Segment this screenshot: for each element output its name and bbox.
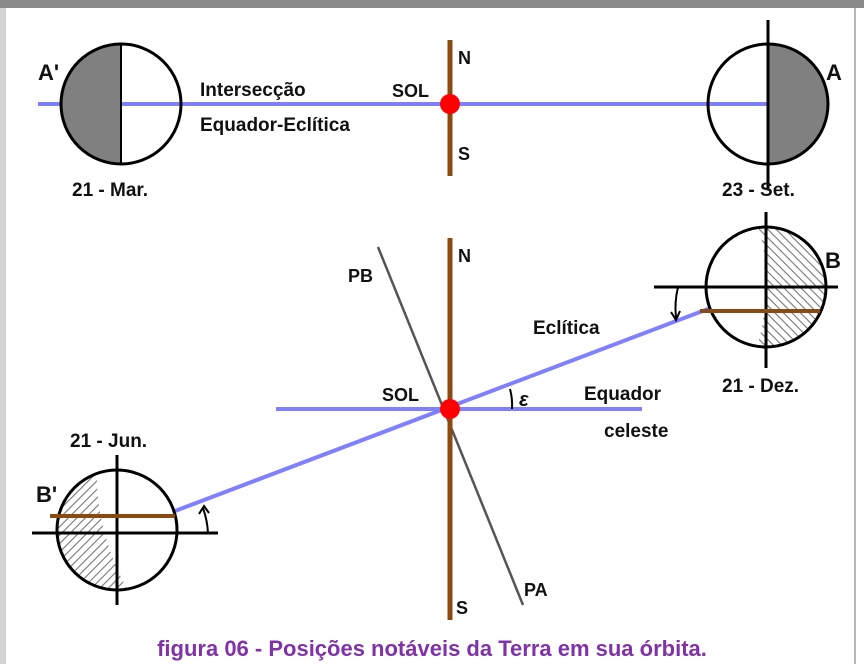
label-equador: Equador xyxy=(584,384,662,405)
label-sol-top: SOL xyxy=(392,81,429,101)
label-date-dez: 21 - Dez. xyxy=(722,376,799,397)
figure-caption: figura 06 - Posições notáveis da Terra e… xyxy=(157,636,707,661)
label-interseccao-1: Intersecção xyxy=(200,80,306,101)
label-sol-bottom: SOL xyxy=(382,385,419,405)
label-b: B xyxy=(825,248,841,273)
figure-frame xyxy=(0,8,856,664)
earth-a xyxy=(706,20,830,190)
label-ecliptica: Eclítica xyxy=(533,318,600,339)
sun-top xyxy=(440,94,460,114)
label-a: A xyxy=(826,60,842,85)
label-a-prime: A' xyxy=(38,60,59,85)
label-date-mar: 21 - Mar. xyxy=(72,180,148,201)
earth-a-prime xyxy=(59,42,183,166)
label-pa: PA xyxy=(524,580,548,600)
label-n-top: N xyxy=(458,48,471,68)
label-s-bottom: S xyxy=(456,598,468,618)
label-date-jun: 21 - Jun. xyxy=(70,431,147,452)
sun-bottom xyxy=(440,399,460,419)
label-b-prime: B' xyxy=(36,482,57,507)
label-interseccao-2: Equador-Eclítica xyxy=(200,115,350,136)
label-date-set: 23 - Set. xyxy=(722,180,795,201)
label-pb: PB xyxy=(348,266,373,286)
label-epsilon: ε xyxy=(519,389,529,411)
label-s-top: S xyxy=(458,144,470,164)
epsilon-angle-arc xyxy=(509,388,514,410)
earth-b-prime xyxy=(32,455,218,605)
label-n-bottom: N xyxy=(458,246,471,266)
label-celeste: celeste xyxy=(604,421,668,442)
earth-b xyxy=(654,212,838,368)
window-top-bar xyxy=(0,0,864,8)
